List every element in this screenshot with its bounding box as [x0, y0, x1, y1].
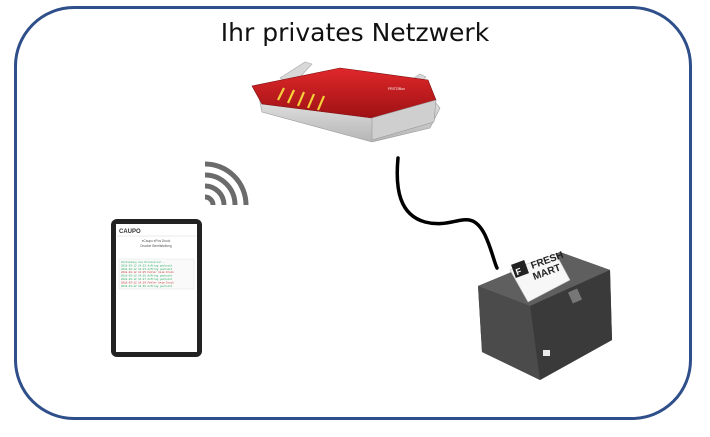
tablet-log-line: Verbindung zum Druckserver... — [121, 260, 166, 264]
tablet-log-line: 2018-03-12 14:23 Auftrag gedruckt — [121, 267, 173, 271]
tablet-app-title: eCaupo ePos Druck — [142, 239, 171, 243]
tablet-log-line: 2018-03-12 14:22 Auftrag gedruckt — [121, 263, 173, 267]
network-boundary — [14, 6, 692, 420]
network-cable — [395, 156, 499, 270]
tablet-log: Verbindung zum Druckserver...2018-03-12 … — [121, 260, 174, 288]
tablet-brand: CAUPO — [119, 229, 141, 235]
router-icon: FRITZ!Box — [251, 61, 441, 143]
tablet-log-line: 2018-03-12 14:25 Fehler beim Druck — [121, 270, 174, 274]
wifi-icon — [204, 161, 249, 206]
receipt-printer-icon: F FRESH MART — [478, 250, 612, 380]
receipt-logo-letter: F — [514, 266, 523, 277]
tablet-log-line: 2018-03-12 14:29 Fehler beim Druck — [121, 280, 174, 284]
diagram-title: Ihr privates Netzwerk — [220, 18, 490, 47]
tablet-log-line: 2018-03-12 14:30 Auftrag gedruckt — [121, 284, 173, 288]
tablet-log-line: 2018-03-12 14:26 Auftrag gedruckt — [121, 274, 173, 278]
tablet-icon: CAUPO eCaupo ePos Druck Drucker Bereitst… — [111, 219, 202, 357]
tablet-log-line: 2018-03-12 14:27 Auftrag gedruckt — [121, 277, 173, 281]
tablet-subtitle: Drucker Bereitstellung — [140, 244, 172, 248]
router-brand-label: FRITZ!Box — [388, 87, 405, 91]
